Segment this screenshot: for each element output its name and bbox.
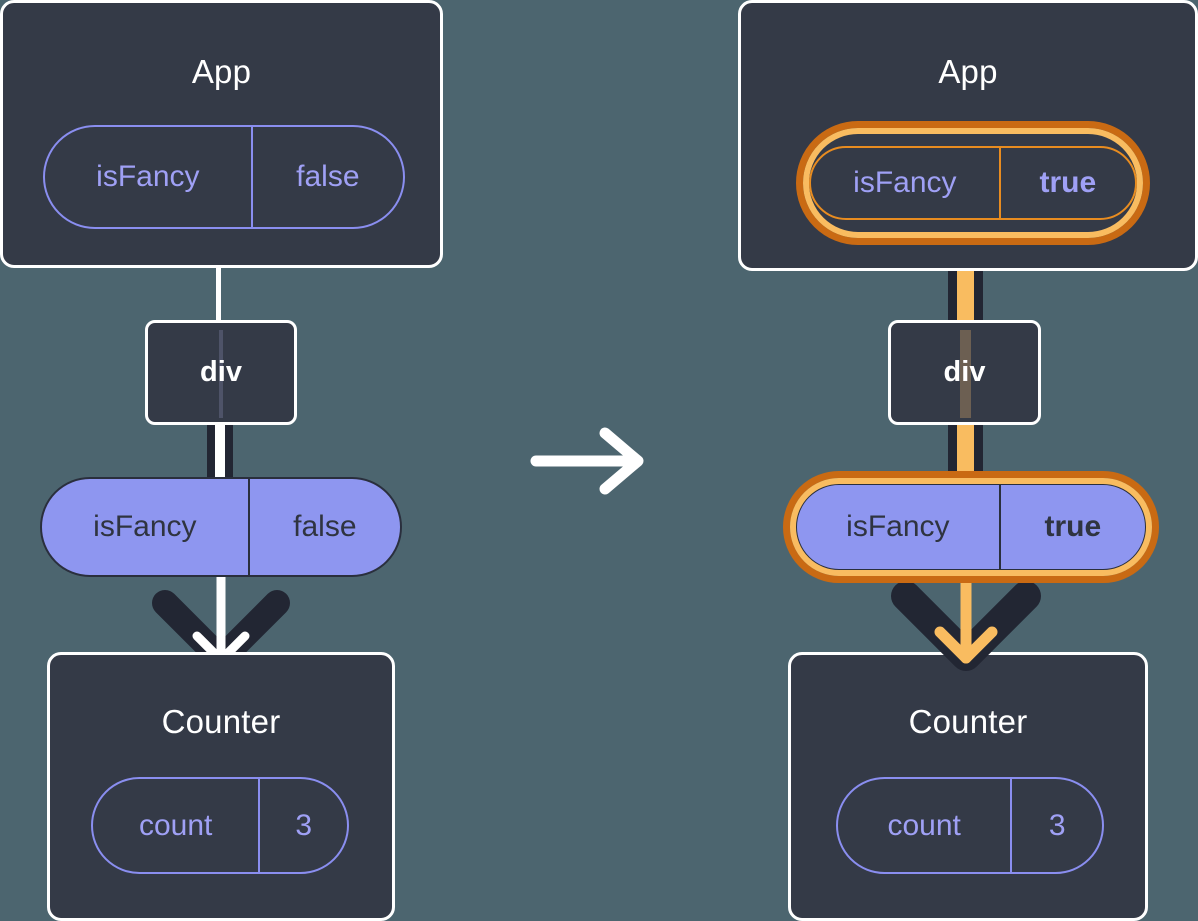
connector-div-to-pill-left-bar-b bbox=[225, 420, 233, 486]
pill-value: false bbox=[247, 479, 400, 575]
highlight-ring-prop-right bbox=[783, 471, 1159, 583]
pill-value: 3 bbox=[1010, 779, 1102, 872]
card-counter-right: Counter count 3 bbox=[788, 652, 1148, 921]
connector-div-to-pill-left-bar-a bbox=[207, 420, 215, 486]
card-app-left-title: App bbox=[191, 53, 252, 90]
card-app-right-title: App bbox=[938, 53, 998, 90]
highlight-ring-app-right bbox=[796, 121, 1150, 245]
card-div-right-label: div bbox=[943, 356, 986, 388]
connector-div-to-pill-right-center bbox=[957, 420, 974, 486]
connector-div-to-pill-left-center bbox=[215, 420, 225, 486]
connector-through-div-left bbox=[219, 330, 223, 418]
card-counter-left: Counter count 3 bbox=[47, 652, 395, 921]
pill-app-state-left: isFancy false bbox=[43, 125, 405, 229]
pill-value: false bbox=[250, 127, 403, 227]
pill-counter-state-right: count 3 bbox=[836, 777, 1104, 874]
pill-key: isFancy bbox=[93, 510, 197, 543]
pill-value: 3 bbox=[258, 779, 347, 872]
card-app-right: App isFancy true bbox=[738, 0, 1198, 271]
pill-key: isFancy bbox=[96, 160, 200, 193]
connector-app-to-div-left bbox=[216, 262, 221, 324]
right-diagram-panel: App isFancy true div isFancy true bbox=[738, 0, 1198, 921]
card-counter-left-title: Counter bbox=[161, 703, 281, 740]
left-diagram-panel: App isFancy false div isFancy false bbox=[0, 0, 460, 921]
pill-prop-left: isFancy false bbox=[40, 477, 402, 577]
transition-arrow-right-icon bbox=[530, 427, 644, 495]
connector-div-to-pill-right-bar-b bbox=[974, 420, 983, 486]
pill-key: count bbox=[887, 808, 961, 842]
card-div-left-label: div bbox=[200, 356, 242, 388]
connector-through-div-right bbox=[960, 330, 971, 418]
card-counter-right-title: Counter bbox=[908, 703, 1028, 740]
connector-div-to-pill-right-bar-a bbox=[948, 420, 957, 486]
card-app-left: App isFancy false bbox=[0, 0, 443, 268]
pill-key: count bbox=[138, 808, 213, 842]
pill-counter-state-left: count 3 bbox=[91, 777, 349, 874]
